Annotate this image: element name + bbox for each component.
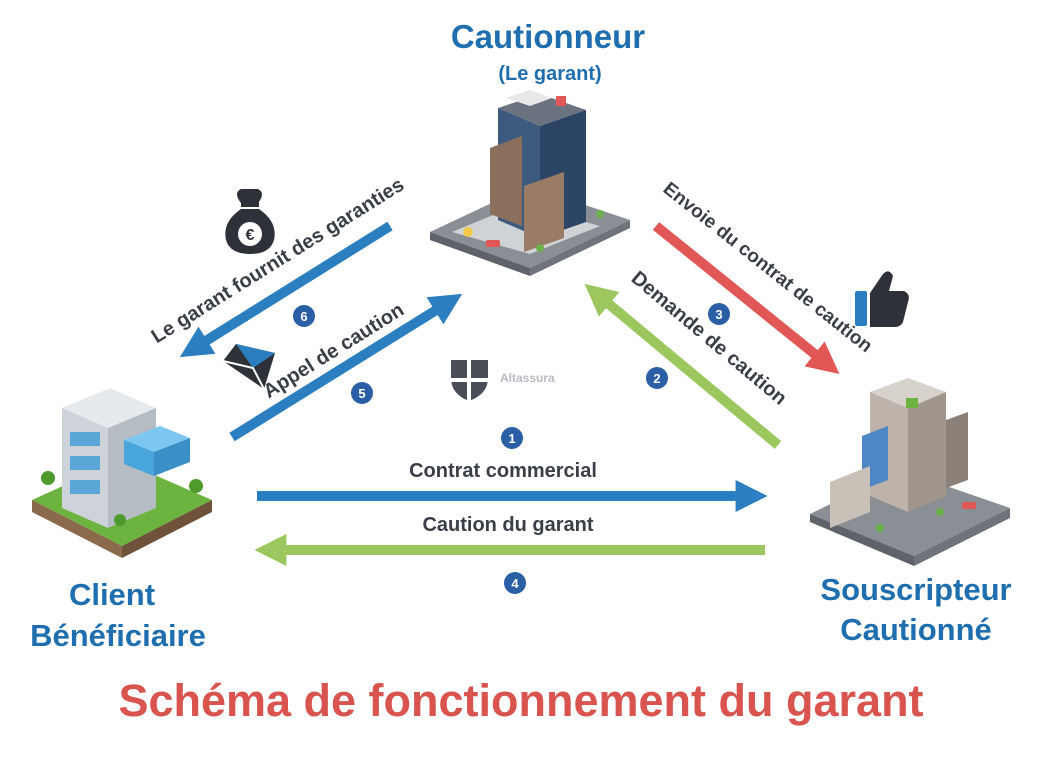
- step-badge-1: 1: [501, 427, 523, 449]
- logo-text: Altassura: [500, 371, 555, 385]
- step-badge-5: 5: [351, 382, 373, 404]
- arrow-envoie-contrat: [652, 222, 840, 375]
- souscripteur-building-icon: [810, 378, 1010, 566]
- arrow-demande-de-caution: [584, 283, 782, 449]
- flow-label-5: Appel de caution: [260, 299, 408, 403]
- client-label-line1: Client: [69, 577, 155, 612]
- svg-text:6: 6: [300, 309, 307, 324]
- souscripteur-label-line2: Cautionné: [840, 612, 992, 647]
- envelope-icon: [222, 344, 275, 390]
- step-badge-2: 2: [646, 367, 668, 389]
- client-building-icon: [32, 388, 212, 558]
- arrow-appel-de-caution: [229, 293, 463, 442]
- svg-text:1: 1: [508, 431, 515, 446]
- svg-text:5: 5: [358, 386, 365, 401]
- euro-symbol: €: [246, 227, 255, 244]
- step-badge-4: 4: [504, 572, 526, 594]
- svg-text:3: 3: [715, 307, 722, 322]
- cautionneur-title: Cautionneur: [451, 18, 645, 55]
- footer-title: Schéma de fonctionnement du garant: [118, 675, 923, 726]
- svg-text:2: 2: [653, 371, 660, 386]
- client-label-line2: Bénéficiaire: [30, 618, 206, 653]
- arrow-garant-fournit: [179, 221, 393, 358]
- flow-label-1: Contrat commercial: [409, 460, 597, 482]
- cautionneur-building-icon: [430, 90, 630, 276]
- step-badge-3: 3: [708, 303, 730, 325]
- step-badge-6: 6: [293, 305, 315, 327]
- cautionneur-subtitle: (Le garant): [498, 63, 601, 85]
- money-bag-icon: €: [225, 189, 275, 254]
- souscripteur-label-line1: Souscripteur: [820, 572, 1011, 607]
- flow-label-4: Caution du garant: [422, 514, 593, 536]
- svg-text:4: 4: [511, 576, 519, 591]
- thumbs-up-icon: [855, 271, 909, 327]
- altassura-logo-icon: Altassura: [451, 360, 555, 401]
